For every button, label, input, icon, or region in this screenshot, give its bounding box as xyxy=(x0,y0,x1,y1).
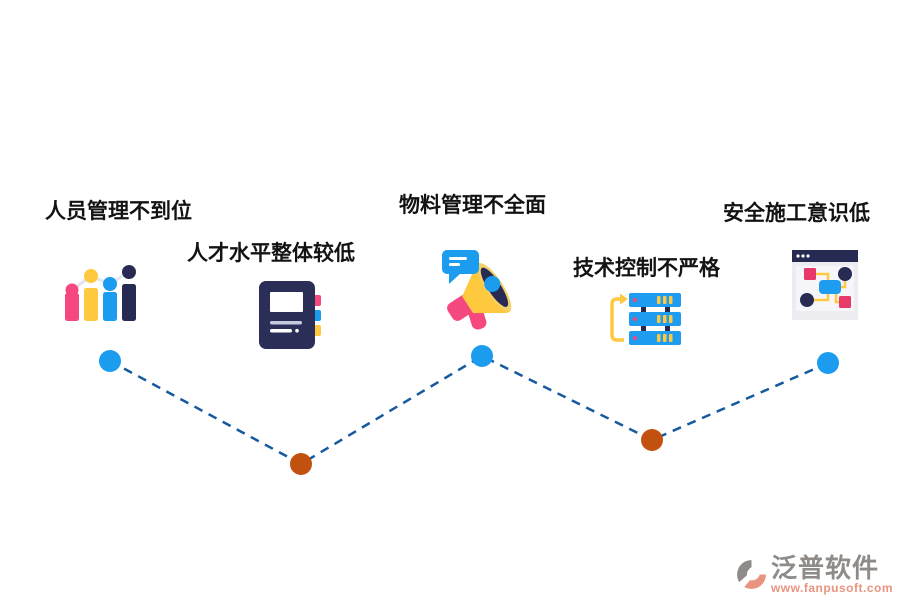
item-label-3: 物料管理不全面 xyxy=(399,194,546,217)
flowchart-window-icon xyxy=(792,250,862,322)
brand-name: 泛普软件 xyxy=(770,552,879,583)
item-label-2: 人才水平整体较低 xyxy=(187,242,355,265)
watermark: 泛普软件 www.fanpusoft.com xyxy=(735,555,893,595)
node-dot-3 xyxy=(471,345,493,367)
dashed-connector-line xyxy=(109,354,829,466)
notebook-icon xyxy=(259,281,323,350)
bar-chart-icon xyxy=(59,263,141,325)
item-label-4: 技术控制不严格 xyxy=(573,257,720,280)
node-dot-5 xyxy=(817,352,839,374)
server-stack-icon xyxy=(608,291,683,349)
node-dot-1 xyxy=(99,350,121,372)
item-label-1: 人员管理不到位 xyxy=(45,200,192,223)
megaphone-icon xyxy=(437,248,517,330)
item-label-5: 安全施工意识低 xyxy=(723,202,870,225)
brand-logo-icon xyxy=(735,558,768,591)
node-dot-4 xyxy=(641,429,663,451)
brand-url: www.fanpusoft.com xyxy=(770,580,893,595)
node-dot-2 xyxy=(290,453,312,475)
